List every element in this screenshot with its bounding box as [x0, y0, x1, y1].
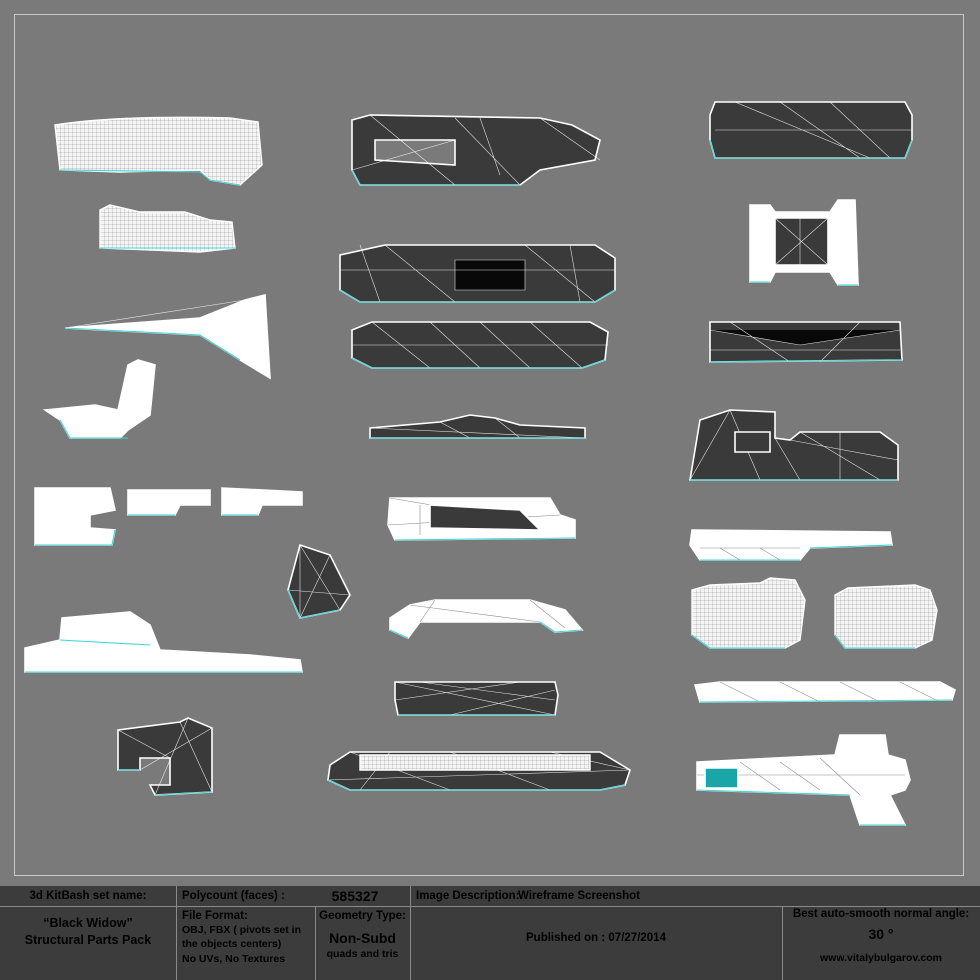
smooth-angle-value: 30 ° — [868, 926, 894, 942]
file-format-line3: No UVs, No Textures — [182, 953, 286, 965]
set-name-line2: Structural Parts Pack — [24, 933, 152, 947]
part-right-8[interactable] — [696, 734, 911, 826]
part-left-2[interactable] — [99, 204, 236, 253]
geometry-sub: quads and tris — [326, 948, 399, 960]
part-mid-2[interactable] — [339, 244, 616, 303]
part-mid-8[interactable] — [327, 751, 631, 791]
part-mid-6[interactable] — [389, 599, 584, 639]
website-link[interactable]: www.vitalybulgarov.com — [820, 952, 942, 964]
part-left-5b[interactable] — [127, 489, 211, 516]
part-right-7[interactable] — [693, 681, 956, 703]
part-left-6[interactable] — [287, 543, 351, 619]
part-left-8[interactable] — [117, 717, 213, 796]
part-mid-4[interactable] — [369, 414, 586, 439]
part-mid-1[interactable] — [351, 114, 601, 186]
geometry-label: Geometry Type: — [319, 910, 406, 922]
part-left-7[interactable] — [24, 611, 303, 673]
geometry-value: Non-Subd — [329, 930, 396, 946]
part-left-5a[interactable] — [34, 487, 116, 546]
file-format-label: File Format: — [182, 910, 248, 922]
part-right-4[interactable] — [689, 409, 899, 481]
published-date: Published on : 07/27/2014 — [526, 932, 666, 944]
viewport-frame — [14, 14, 964, 876]
part-mid-3[interactable] — [351, 321, 609, 369]
wireframe-viewport[interactable] — [0, 0, 980, 880]
part-left-3[interactable] — [64, 293, 271, 380]
smooth-angle-label: Best auto-smooth normal angle: — [792, 908, 970, 920]
part-right-6a[interactable] — [691, 577, 806, 649]
polycount-label: Polycount (faces) : — [182, 890, 285, 902]
image-desc-label: Image Description: — [416, 890, 520, 902]
polycount-value: 585327 — [331, 888, 379, 904]
set-name-line1: “Black Widow” — [43, 916, 133, 930]
file-format-line1: OBJ, FBX ( pivots set in — [182, 924, 302, 936]
part-right-5[interactable] — [689, 529, 893, 561]
image-desc-value: Wireframe Screenshot — [518, 890, 640, 902]
part-mid-5[interactable] — [387, 497, 576, 541]
part-mid-7[interactable] — [394, 681, 559, 716]
part-left-1[interactable] — [54, 116, 263, 186]
part-left-5c[interactable] — [221, 487, 303, 516]
file-format-line2: the objects centers) — [182, 938, 282, 950]
part-right-6b[interactable] — [834, 584, 938, 649]
part-right-1[interactable] — [709, 101, 913, 159]
part-left-4[interactable] — [42, 359, 156, 439]
kitbash-label: 3d KitBash set name: — [29, 890, 147, 902]
info-panel: 3d KitBash set name: Polycount (faces) :… — [0, 886, 980, 980]
part-right-2[interactable] — [749, 199, 859, 286]
part-right-3[interactable] — [709, 321, 903, 363]
